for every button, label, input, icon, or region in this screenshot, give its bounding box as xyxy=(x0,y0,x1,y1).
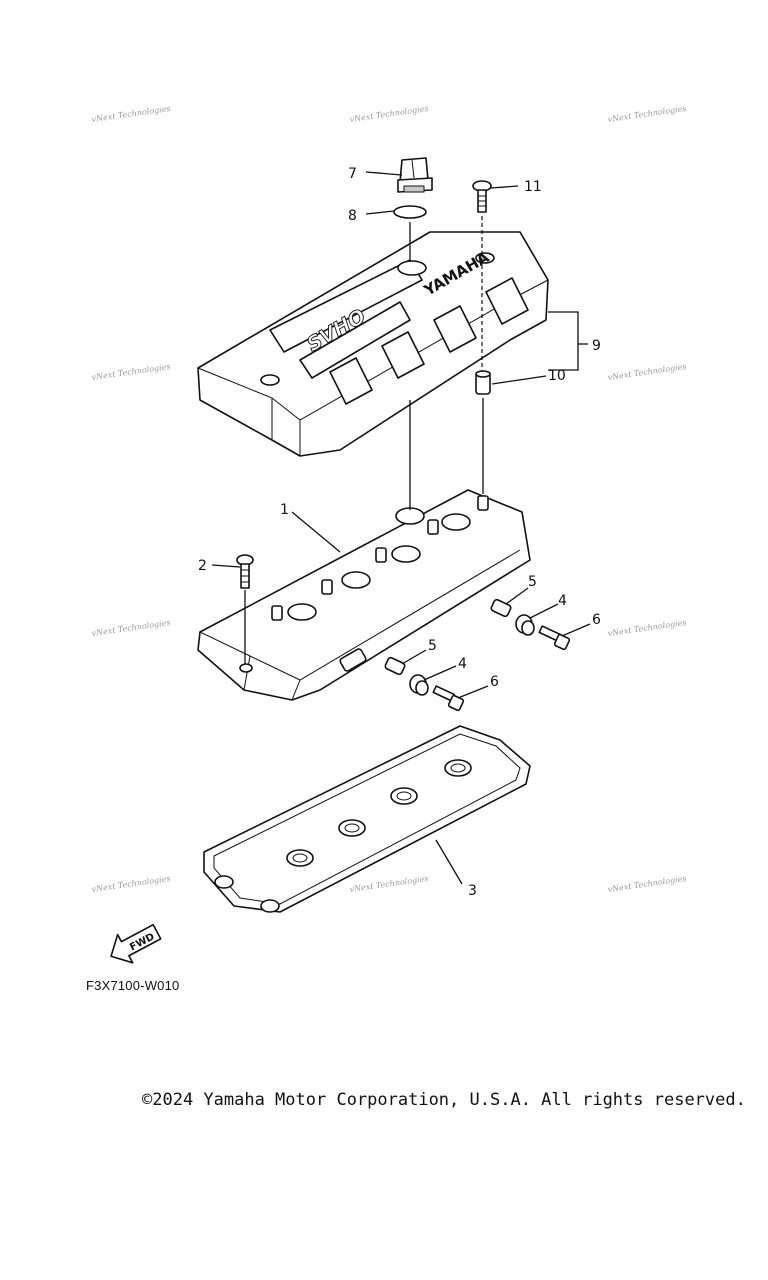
callout-3: 3 xyxy=(468,883,477,899)
alignment-lines xyxy=(244,216,484,664)
callout-1: 1 xyxy=(280,502,289,518)
callout-2: 2 xyxy=(198,558,207,574)
watermark: vNext Technologies xyxy=(91,874,171,894)
drawing-code: F3X7100-W010 xyxy=(86,978,180,993)
head-cover-gasket[interactable] xyxy=(203,725,531,913)
callouts: 7 8 11 9 10 1 2 5 4 6 5 4 6 3 xyxy=(198,166,601,899)
watermark: vNext Technologies xyxy=(91,104,171,124)
callout-4-upper: 4 xyxy=(558,593,567,609)
watermark: vNext Technologies xyxy=(607,104,687,124)
cylinder-head-cover[interactable] xyxy=(197,489,531,701)
callout-7: 7 xyxy=(348,166,357,182)
watermark: vNext Technologies xyxy=(349,874,429,894)
grommet[interactable] xyxy=(475,370,491,395)
watermark: vNext Technologies xyxy=(91,618,171,638)
watermark: vNext Technologies xyxy=(349,104,429,124)
flange-bolt[interactable] xyxy=(236,554,254,589)
forward-arrow-icon: FWD xyxy=(110,923,162,964)
callout-11: 11 xyxy=(524,179,542,195)
oil-filler-cap[interactable] xyxy=(397,157,433,193)
callout-4-lower: 4 xyxy=(458,656,467,672)
watermarks: vNext Technologies vNext Technologies vN… xyxy=(91,104,687,894)
callout-8: 8 xyxy=(348,208,357,224)
callout-9: 9 xyxy=(592,338,601,354)
watermark: vNext Technologies xyxy=(607,874,687,894)
copyright-notice: ©2024 Yamaha Motor Corporation, U.S.A. A… xyxy=(142,1090,746,1110)
watermark: vNext Technologies xyxy=(607,362,687,382)
cover-bolt-top[interactable] xyxy=(472,180,492,213)
callout-5-upper: 5 xyxy=(528,574,537,590)
callout-10: 10 xyxy=(548,368,566,384)
leader-lines xyxy=(211,171,591,885)
fitting-set-lower[interactable] xyxy=(384,656,465,712)
watermark: vNext Technologies xyxy=(91,362,171,382)
watermark: vNext Technologies xyxy=(607,618,687,638)
callout-6-lower: 6 xyxy=(490,674,499,690)
callout-5-lower: 5 xyxy=(428,638,437,654)
engine-top-cover[interactable]: YAMAHA SVHO xyxy=(197,231,549,457)
o-ring[interactable] xyxy=(393,205,427,219)
fitting-set-upper[interactable] xyxy=(490,598,571,651)
callout-6-upper: 6 xyxy=(592,612,601,628)
